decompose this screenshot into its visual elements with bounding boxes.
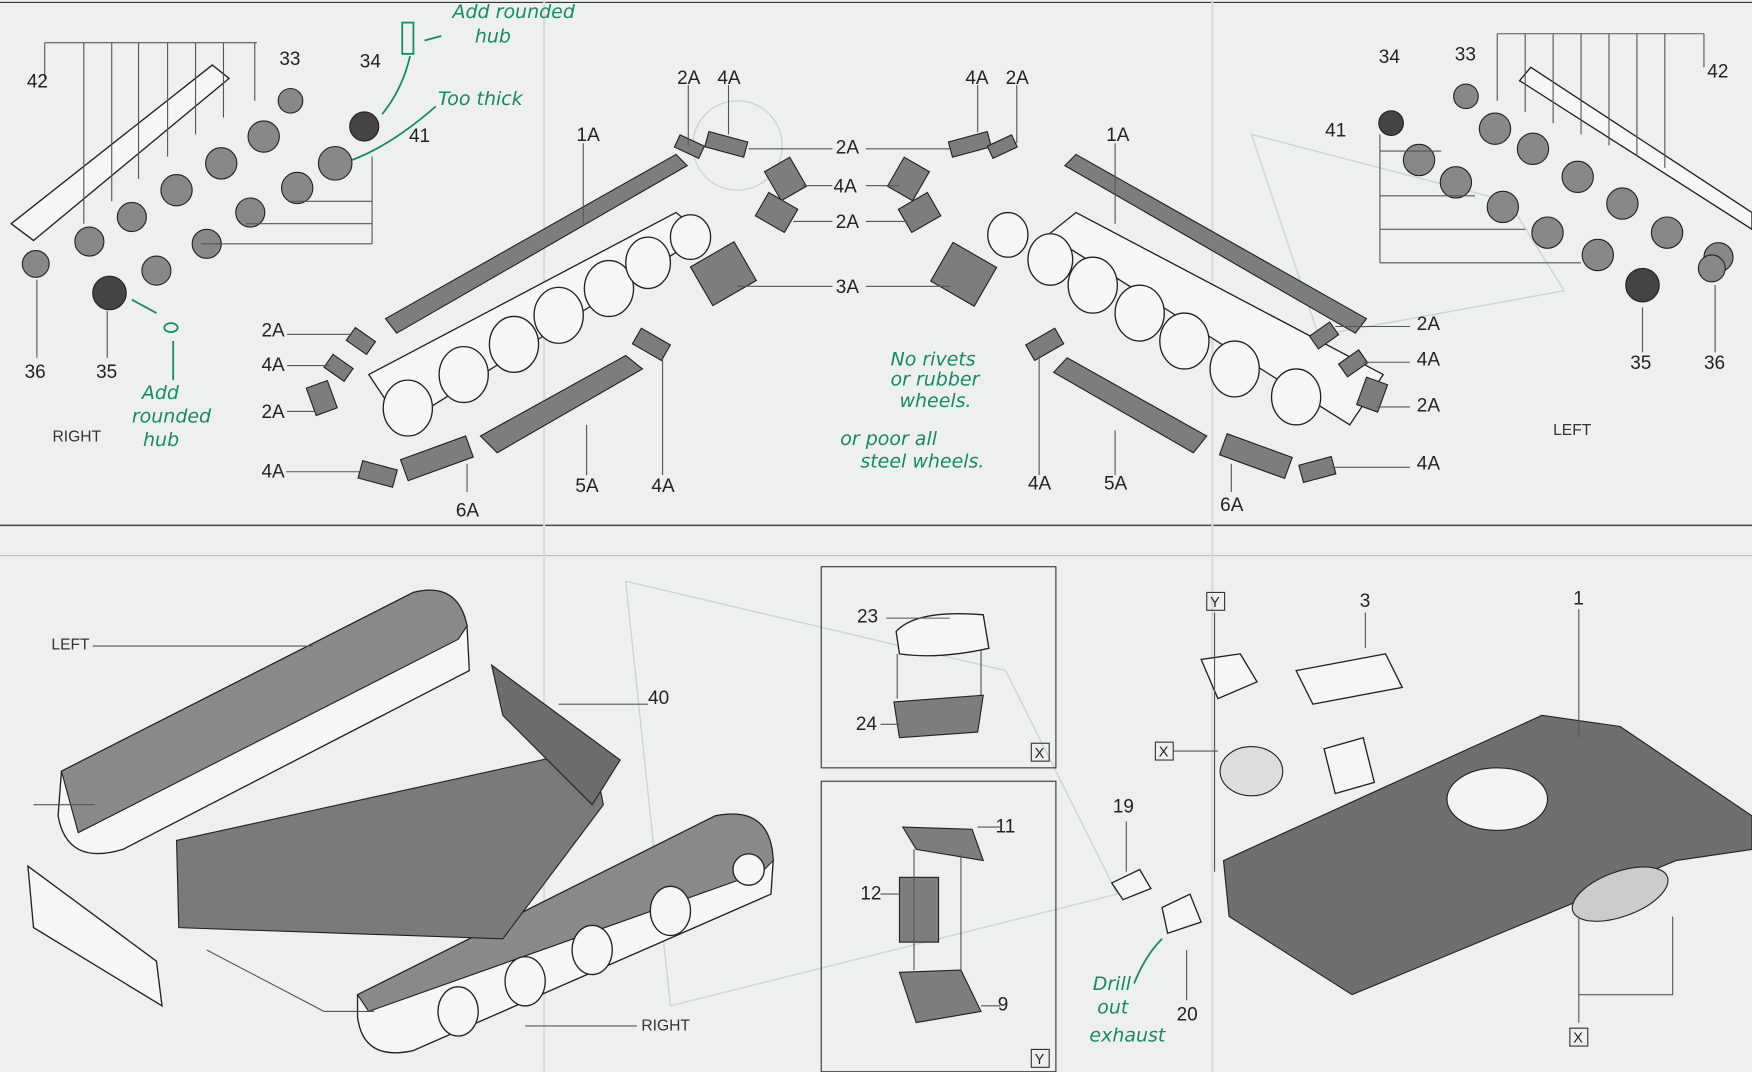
part-number: 3A xyxy=(836,277,860,298)
part-number: 34 xyxy=(360,51,381,72)
part-number: 5A xyxy=(1104,474,1128,495)
key-box xyxy=(1154,741,1174,761)
part-number: 24 xyxy=(856,714,877,735)
part-number: 11 xyxy=(996,817,1016,838)
part-number: 35 xyxy=(96,362,117,383)
part-number: 2A xyxy=(836,137,860,158)
key-letter: X xyxy=(1035,746,1045,762)
part-number: 33 xyxy=(1455,45,1476,66)
note-no-rivets: No rivets xyxy=(891,349,976,371)
part-number: 1 xyxy=(1573,589,1584,610)
note-rounded: rounded xyxy=(132,406,212,428)
part-number: 36 xyxy=(1704,353,1725,374)
part-number: 2A xyxy=(1417,314,1441,335)
note-too-thick: Too thick xyxy=(438,88,524,110)
note-exhaust: exhaust xyxy=(1089,1025,1167,1047)
part-number: 4A xyxy=(1417,454,1441,475)
left-suspension-diagram: 34 33 42 41 35 36 LEFT xyxy=(1325,33,1752,439)
part-number: 4A xyxy=(261,355,285,376)
part-number: 23 xyxy=(857,607,878,628)
part-number: 1A xyxy=(1106,125,1130,146)
part-number: 1A xyxy=(577,125,601,146)
part-number: 20 xyxy=(1177,1004,1198,1025)
key-box xyxy=(1569,1027,1589,1047)
part-number: 42 xyxy=(27,71,48,92)
inset-fuel-tank: 23 24 X xyxy=(820,566,1057,769)
left-track-diagram: 4A 2A 1A 2A 4A 2A 4A 4A 5A 6A xyxy=(865,68,1441,516)
part-number: 4A xyxy=(1417,350,1441,371)
part-number: 9 xyxy=(998,994,1009,1015)
part-number: 2A xyxy=(836,212,860,233)
part-number: 2A xyxy=(261,321,285,342)
part-number: 4A xyxy=(965,68,989,89)
part-number: 12 xyxy=(860,884,881,905)
key-letter: Y xyxy=(1035,1052,1045,1068)
note-drill: Drill xyxy=(1093,973,1132,995)
note-hub: hub xyxy=(143,429,179,451)
note-steel-wheels: steel wheels. xyxy=(860,450,984,472)
key-letter: Y xyxy=(1210,595,1220,611)
part-number: 6A xyxy=(456,500,480,521)
part-number: 34 xyxy=(1379,47,1400,68)
key-box xyxy=(1030,742,1050,762)
part-number: 4A xyxy=(834,176,858,197)
handwritten-notes: Add rounded hub Too thick Add rounded hu… xyxy=(131,1,1167,1047)
part-number: 42 xyxy=(1707,61,1728,82)
part-number: 19 xyxy=(1113,797,1134,818)
side-label: LEFT xyxy=(1553,422,1592,439)
right-track-diagram: 2A 4A 1A 2A 4A 2A 3A 2A 4A 2A 4A 6A 5A 4… xyxy=(261,68,859,521)
part-number: 35 xyxy=(1630,353,1651,374)
part-number: 36 xyxy=(25,362,46,383)
key-box xyxy=(1030,1048,1050,1068)
key-box xyxy=(1206,591,1226,611)
part-number: 33 xyxy=(279,49,300,70)
part-number: 6A xyxy=(1220,495,1244,516)
part-number: 4A xyxy=(651,476,675,497)
part-number: 41 xyxy=(409,126,430,147)
part-number: 3 xyxy=(1360,591,1371,612)
part-number: 2A xyxy=(1006,68,1030,89)
note-wheels: wheels. xyxy=(899,390,971,412)
inset-hatch: 11 12 9 Y xyxy=(820,780,1057,1072)
part-number: 5A xyxy=(575,476,599,497)
note-hub: hub xyxy=(475,26,511,48)
note-add: Add xyxy=(140,382,180,404)
part-number: 2A xyxy=(261,402,285,423)
side-label: RIGHT xyxy=(53,429,102,446)
note-or-rubber: or rubber xyxy=(891,369,981,391)
hull-tracks-diagram: LEFT 40 RIGHT xyxy=(27,589,774,1054)
right-suspension-diagram: 42 33 34 41 36 35 RIGHT xyxy=(10,42,430,446)
side-label: LEFT xyxy=(51,636,90,653)
side-label: RIGHT xyxy=(641,1017,690,1034)
part-number: 4A xyxy=(261,461,285,482)
key-letter: X xyxy=(1159,745,1169,761)
note-out: out xyxy=(1097,997,1130,1019)
part-number: 2A xyxy=(677,68,701,89)
part-number: 4A xyxy=(1028,474,1052,495)
note-add-rounded-hub: Add rounded xyxy=(451,1,576,23)
part-number: 41 xyxy=(1325,121,1346,142)
part-number: 2A xyxy=(1417,395,1441,416)
upper-hull-diagram: Y 3 1 X 19 20 X xyxy=(1110,589,1752,1047)
key-letter: X xyxy=(1573,1031,1583,1047)
note-or-poor-all: or poor all xyxy=(840,428,937,450)
part-number: 40 xyxy=(648,688,669,709)
part-number: 4A xyxy=(717,68,741,89)
